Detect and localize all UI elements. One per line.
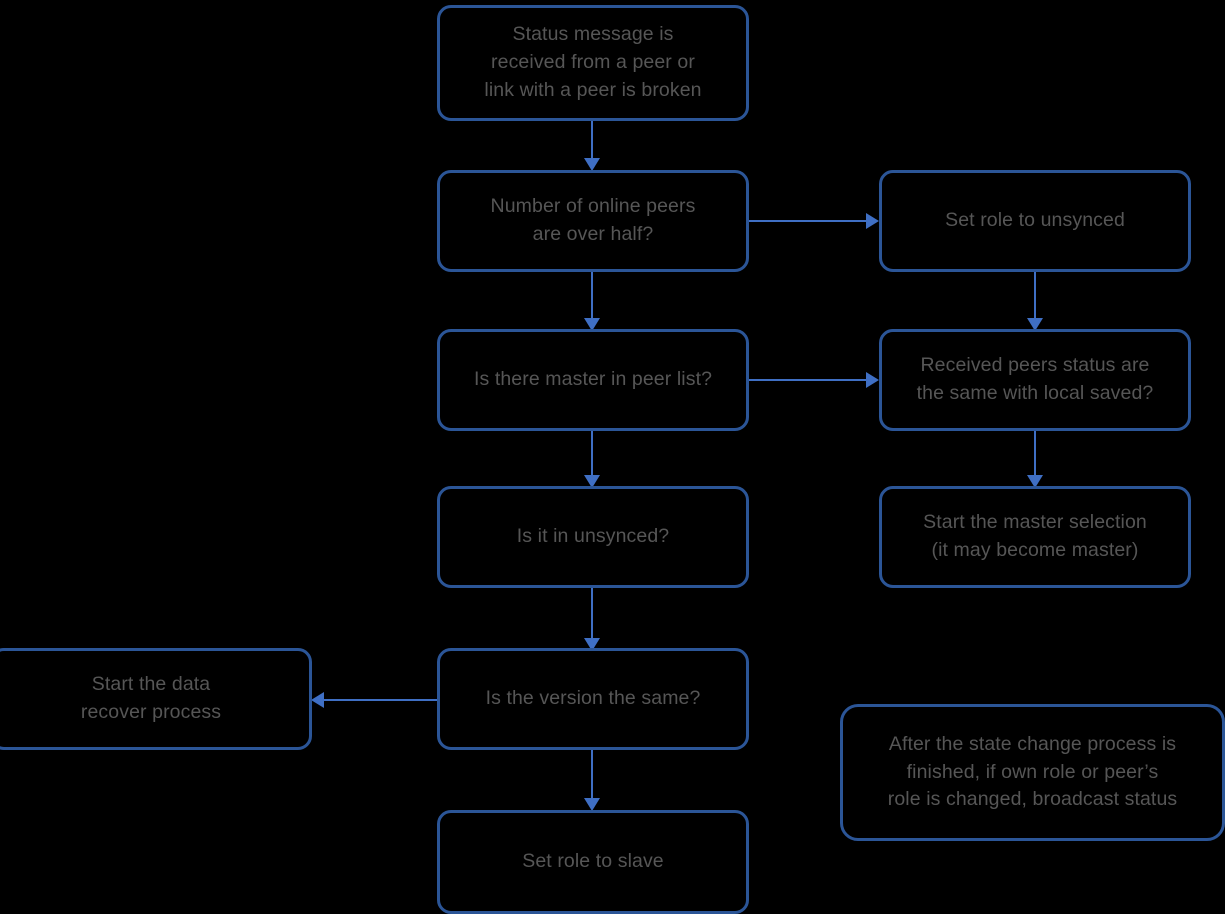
connector-master-list-to-unsynced-check bbox=[591, 430, 593, 480]
node-online-peers-over-half[interactable]: Number of online peers are over half? bbox=[437, 170, 749, 272]
arrowhead-online-peers-to-set-unsynced bbox=[866, 213, 879, 229]
arrowhead-unsynced-check-to-version-check bbox=[584, 638, 600, 651]
arrowhead-master-list-to-unsynced-check bbox=[584, 475, 600, 488]
connector-status-to-online-peers bbox=[591, 120, 593, 165]
connector-online-peers-to-master-list bbox=[591, 271, 593, 323]
node-start-data-recover[interactable]: Start the data recover process bbox=[0, 648, 312, 750]
arrowhead-version-check-to-data-recover bbox=[311, 692, 324, 708]
arrowhead-version-check-to-set-slave bbox=[584, 798, 600, 811]
node-is-it-in-unsynced[interactable]: Is it in unsynced? bbox=[437, 486, 749, 588]
arrowhead-received-status-to-master-selection bbox=[1027, 475, 1043, 488]
arrowhead-master-list-to-received-status bbox=[866, 372, 879, 388]
connector-master-list-to-received-status bbox=[749, 379, 870, 381]
node-set-role-slave[interactable]: Set role to slave bbox=[437, 810, 749, 914]
arrowhead-status-to-online-peers bbox=[584, 158, 600, 171]
connector-online-peers-to-set-unsynced bbox=[749, 220, 870, 222]
connector-version-check-to-set-slave bbox=[591, 749, 593, 802]
connector-received-status-to-master-selection bbox=[1034, 430, 1036, 480]
node-is-version-same[interactable]: Is the version the same? bbox=[437, 648, 749, 750]
arrowhead-set-unsynced-to-received-status bbox=[1027, 318, 1043, 331]
connector-set-unsynced-to-received-status bbox=[1034, 271, 1036, 323]
node-start-master-selection[interactable]: Start the master selection (it may becom… bbox=[879, 486, 1191, 588]
node-broadcast-status-note[interactable]: After the state change process is finish… bbox=[840, 704, 1225, 841]
node-set-role-unsynced[interactable]: Set role to unsynced bbox=[879, 170, 1191, 272]
arrowhead-online-peers-to-master-list bbox=[584, 318, 600, 331]
node-status-message-received[interactable]: Status message is received from a peer o… bbox=[437, 5, 749, 121]
connector-unsynced-check-to-version-check bbox=[591, 587, 593, 643]
node-master-in-peer-list[interactable]: Is there master in peer list? bbox=[437, 329, 749, 431]
node-received-peers-status-same[interactable]: Received peers status are the same with … bbox=[879, 329, 1191, 431]
connector-version-check-to-data-recover bbox=[324, 699, 438, 701]
